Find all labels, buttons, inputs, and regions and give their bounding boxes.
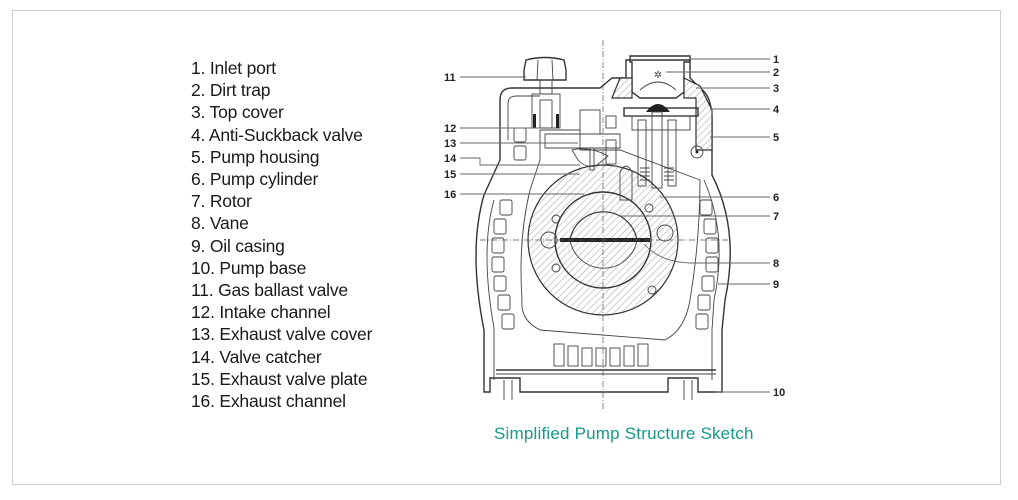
pump-base [496, 343, 716, 400]
legend-item: 2. Dirt trap [191, 80, 271, 101]
callout-8: 8 [773, 258, 779, 270]
callout-7: 7 [773, 211, 779, 223]
callout-1: 1 [773, 54, 779, 66]
rotor [569, 211, 638, 269]
legend-item: 15. Exhaust valve plate [191, 368, 368, 389]
exhaust-valve [544, 109, 621, 171]
callout-15: 15 [444, 169, 456, 181]
callout-2: 2 [773, 67, 779, 79]
legend-item: 10. Pump base [191, 257, 307, 278]
legend-item: 8. Vane [191, 213, 249, 234]
callout-13: 13 [444, 138, 456, 150]
legend-item: 9. Oil casing [191, 235, 285, 256]
gas-ballast-valve [523, 56, 567, 129]
callout-3: 3 [773, 83, 779, 95]
legend-item: 3. Top cover [191, 102, 284, 123]
legend-item: 16. Exhaust channel [191, 391, 346, 412]
legend-item: 13. Exhaust valve cover [191, 324, 373, 345]
callout-14: 14 [444, 153, 457, 165]
legend-item: 14. Valve catcher [191, 346, 322, 367]
callouts-right: 1 2 3 4 5 6 7 8 9 10 [620, 54, 785, 399]
callout-6: 6 [773, 192, 779, 204]
legend-item: 4. Anti-Suckback valve [191, 124, 363, 145]
legend-item: 7. Rotor [191, 191, 252, 212]
legend-item: 6. Pump cylinder [191, 169, 319, 190]
oil-chamber [520, 129, 701, 341]
legend-item: 11. Gas ballast valve [191, 280, 348, 301]
callout-5: 5 [773, 132, 779, 144]
callout-10: 10 [773, 387, 785, 399]
callout-9: 9 [773, 279, 779, 291]
figure-caption: Simplified Pump Structure Sketch [494, 424, 754, 443]
callouts-left: 11 12 13 14 15 16 [444, 72, 584, 201]
legend-item: 5. Pump housing [191, 146, 320, 167]
legend-item: 1. Inlet port [191, 58, 276, 78]
callout-16: 16 [444, 189, 456, 201]
inlet-assembly: ✲ [611, 55, 713, 189]
oil-casing [475, 59, 731, 393]
callout-12: 12 [444, 123, 456, 135]
svg-text:✲: ✲ [654, 70, 662, 81]
parts-legend: 1. Inlet port 2. Dirt trap 3. Top cover … [191, 57, 372, 412]
callout-4: 4 [773, 104, 780, 116]
legend-item: 12. Intake channel [191, 302, 331, 323]
callout-11: 11 [444, 72, 456, 84]
